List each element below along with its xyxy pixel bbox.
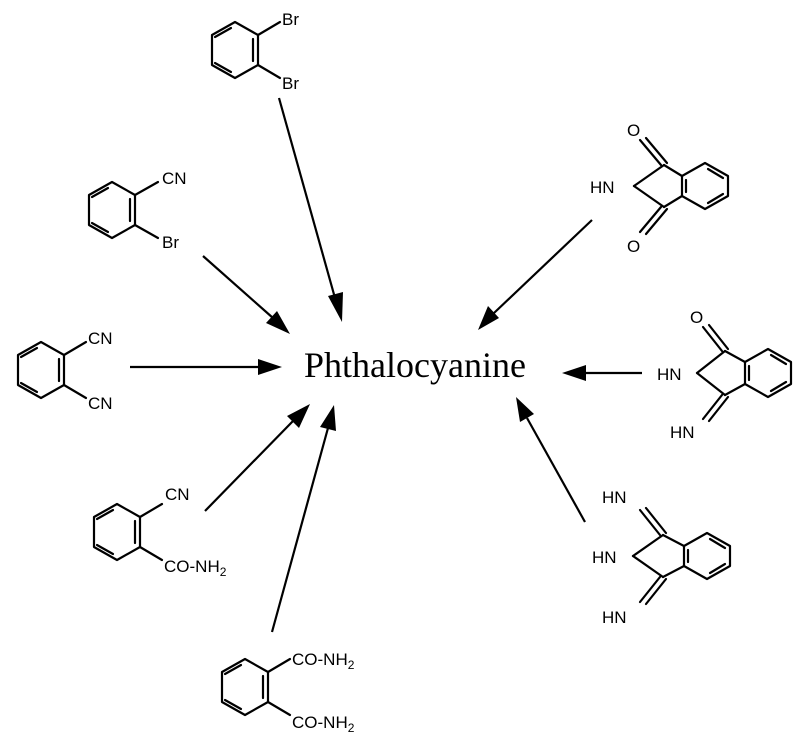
iminoisoindolinone-nh-label: HN bbox=[657, 365, 682, 384]
cyanobenzamide-cn-label: CN bbox=[165, 485, 190, 504]
iminoisoindolinone-structure: O HN HN bbox=[657, 308, 793, 442]
diiminoisoindoline-hn-bottom: HN bbox=[602, 608, 627, 627]
cyanobenzamide-amide-label: CO-NH2 bbox=[164, 557, 227, 579]
iminoisoindolinone-o-label: O bbox=[690, 308, 703, 327]
bromobenzonitrile-cn-label: CN bbox=[162, 169, 187, 188]
phthalamide-structure: CO-NH2 CO-NH2 bbox=[220, 650, 355, 735]
phthalimide-o-top: O bbox=[627, 121, 640, 140]
arrow-from-phthalamide bbox=[270, 405, 336, 633]
bromobenzonitrile-structure: CN Br bbox=[87, 169, 187, 252]
arrow-from-bromobenzonitrile bbox=[202, 255, 290, 334]
arrow-from-phthalimide bbox=[478, 219, 593, 330]
phthalamide-amide-top: CO-NH2 bbox=[292, 650, 355, 672]
arrow-from-iminoisoindolinone bbox=[562, 365, 642, 381]
diiminoisoindoline-hn-top: HN bbox=[602, 488, 627, 507]
bromobenzonitrile-br-label: Br bbox=[162, 233, 179, 252]
diiminoisoindoline-nh-label: HN bbox=[592, 548, 617, 567]
arrow-from-dibromobenzene bbox=[277, 97, 343, 322]
product-label: Phthalocyanine bbox=[304, 345, 526, 385]
dibromobenzene-structure: Br Br bbox=[210, 10, 299, 93]
phthalimide-structure: O HN O bbox=[590, 121, 730, 256]
arrow-from-diiminoisoindoline bbox=[516, 397, 586, 523]
phthalonitrile-cn-top: CN bbox=[88, 329, 113, 348]
dibromo-br-bottom: Br bbox=[282, 74, 299, 93]
arrow-from-phthalonitrile bbox=[130, 359, 282, 375]
diiminoisoindoline-structure: HN HN HN bbox=[592, 488, 732, 627]
phthalonitrile-cn-bottom: CN bbox=[88, 394, 113, 413]
arrow-from-cyanobenzamide bbox=[204, 404, 310, 512]
phthalimide-nh-label: HN bbox=[590, 178, 615, 197]
iminoisoindolinone-hn-label: HN bbox=[670, 423, 695, 442]
phthalonitrile-structure: CN CN bbox=[16, 329, 113, 413]
phthalamide-amide-bottom: CO-NH2 bbox=[292, 713, 355, 735]
phthalimide-o-bottom: O bbox=[627, 237, 640, 256]
cyanobenzamide-structure: CN CO-NH2 bbox=[92, 485, 227, 579]
dibromo-br-top: Br bbox=[282, 10, 299, 29]
